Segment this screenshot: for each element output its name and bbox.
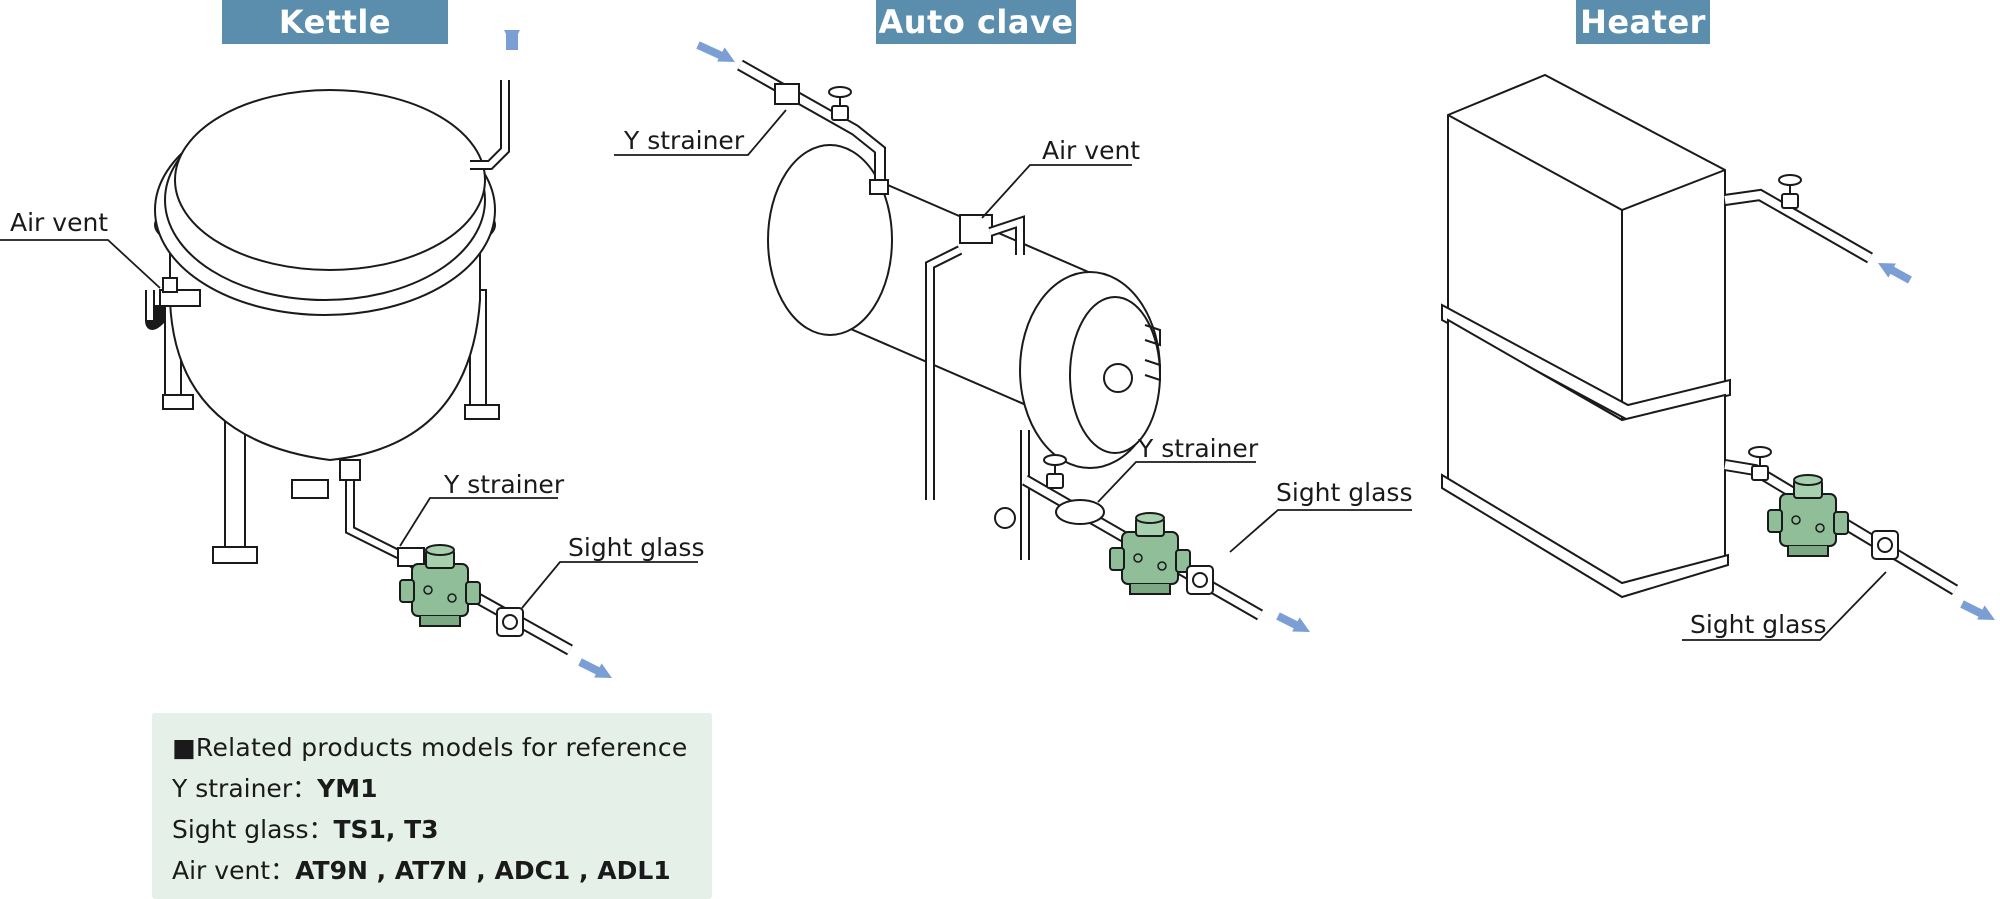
kettle-mixer-title: Kettle mixer — [222, 0, 448, 85]
kettle-y-strainer-label: Y strainer — [444, 470, 565, 499]
autoclave-air-vent-label: Air vent — [1042, 136, 1141, 165]
reference-value: YM1 — [317, 774, 378, 803]
reference-row-sight-glass: Sight glass：TS1, T3 — [172, 809, 692, 850]
kettle-air-vent-label: Air vent — [10, 208, 109, 237]
reference-row-air-vent: Air vent：AT9N , AT7N , ADC1 , ADL1 — [172, 850, 692, 891]
kettle-mixer-drawing — [145, 80, 573, 656]
reference-value: TS1, T3 — [333, 815, 439, 844]
heater-sight-glass-label: Sight glass — [1690, 610, 1827, 639]
kettle-sight-glass-label: Sight glass — [568, 533, 705, 562]
heater-title: Heater — [1576, 0, 1710, 44]
reference-value: AT9N , AT7N , ADC1 , ADL1 — [295, 856, 671, 885]
autoclave-drawing — [737, 59, 1263, 621]
autoclave-y-strainer-top-label: Y strainer — [624, 126, 745, 155]
reference-row-y-strainer: Y strainer：YM1 — [172, 768, 692, 809]
reference-heading: ■Related products models for reference — [172, 733, 688, 762]
autoclave-sight-glass-label: Sight glass — [1276, 478, 1413, 507]
autoclave-title: Auto clave — [876, 0, 1076, 44]
autoclave-y-strainer-bottom-label: Y strainer — [1138, 434, 1259, 463]
reference-box: ■Related products models for reference Y… — [152, 713, 712, 899]
heater-drawing — [1441, 73, 1959, 599]
reference-label: Sight glass： — [172, 815, 334, 844]
reference-label: Air vent： — [172, 856, 296, 885]
reference-label: Y strainer： — [172, 774, 318, 803]
